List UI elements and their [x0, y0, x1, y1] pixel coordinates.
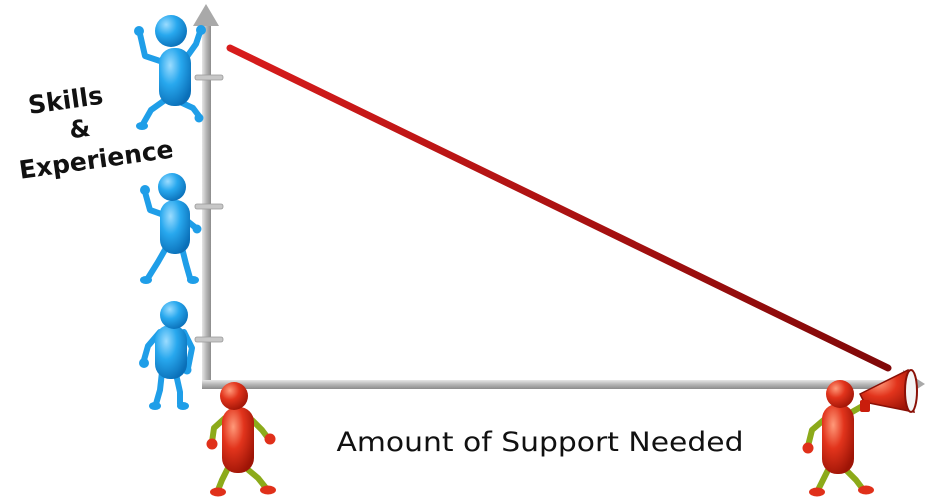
y-axis-tick [194, 336, 224, 343]
y-axis-tick [194, 203, 224, 210]
megaphone-icon [858, 368, 918, 413]
y-axis-tick [194, 74, 224, 81]
trend-line [226, 44, 892, 372]
blue-figure-icon [134, 15, 206, 130]
x-axis-label: Amount of Support Needed [337, 427, 744, 458]
red-figure-icon [802, 380, 874, 497]
y-axis-label-line-2: & [67, 114, 92, 145]
x-axis [202, 380, 907, 389]
y-axis-label-line-1: Skills [26, 81, 105, 120]
blue-figure-icon [139, 301, 195, 410]
blue-figure-icon [140, 173, 202, 284]
red-figure-icon [206, 382, 276, 497]
axes [193, 4, 925, 398]
y-axis-label: Skills & Experience [17, 81, 175, 185]
y-axis-label-line-3: Experience [17, 134, 175, 184]
y-axis-arrow-icon [193, 4, 219, 26]
